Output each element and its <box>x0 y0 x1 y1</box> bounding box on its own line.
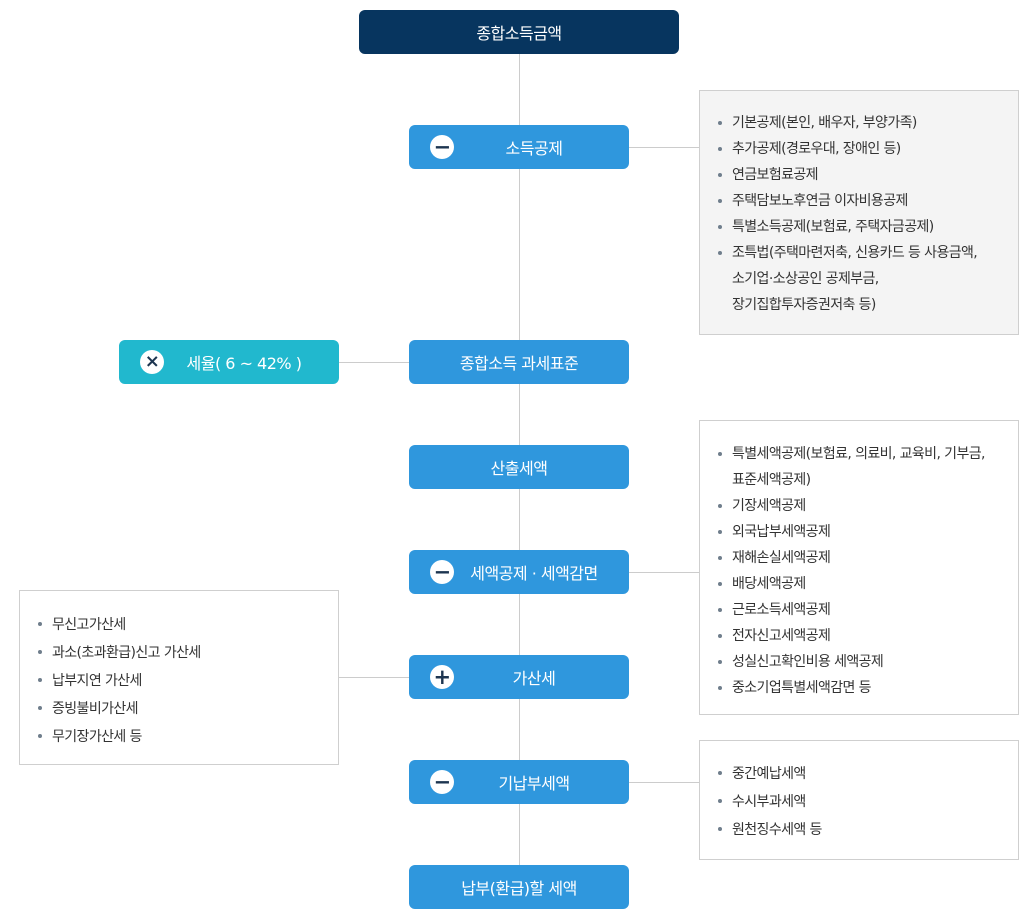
list-item: 증빙불비가산세 <box>36 695 338 723</box>
tax-base-label: 종합소득 과세표준 <box>459 354 579 373</box>
list-item: 연금보험료공제 <box>716 162 1018 188</box>
additional-tax-label: 가산세 <box>512 669 556 688</box>
additional-tax-list: 무신고가산세 과소(초과환급)신고 가산세 납부지연 가산세 증빙불비가산세 무… <box>19 590 339 765</box>
total-income-box: 종합소득금액 <box>359 10 679 54</box>
plus-icon: + <box>430 665 454 689</box>
list-item: 외국납부세액공제 <box>716 519 1018 545</box>
tax-base-box: 종합소득 과세표준 <box>409 340 629 384</box>
list-item: 특별소득공제(보험료, 주택자금공제) <box>716 214 1018 240</box>
tax-rate-label: 세율( 6 ~ 42% ) <box>186 354 302 373</box>
list-item: 기본공제(본인, 배우자, 부양가족) <box>716 110 1018 136</box>
list-item: 재해손실세액공제 <box>716 545 1018 571</box>
tax-credit-list: 특별세액공제(보험료, 의료비, 교육비, 기부금, 표준세액공제) 기장세액공… <box>699 420 1019 715</box>
income-deduction-box: − 소득공제 <box>409 125 629 169</box>
list-item: 기장세액공제 <box>716 493 1018 519</box>
additional-tax-connector <box>339 677 409 678</box>
prepaid-tax-connector <box>629 782 700 783</box>
list-item: 수시부과세액 <box>716 788 1018 816</box>
income-deduction-list: 기본공제(본인, 배우자, 부양가족) 추가공제(경로우대, 장애인 등) 연금… <box>699 90 1019 335</box>
list-item-continuation: 소기업·소상공인 공제부금, <box>732 271 879 287</box>
list-item: 성실신고확인비용 세액공제 <box>716 649 1018 675</box>
additional-tax-box: + 가산세 <box>409 655 629 699</box>
list-item: 주택담보노후연금 이자비용공제 <box>716 188 1018 214</box>
prepaid-tax-box: − 기납부세액 <box>409 760 629 804</box>
list-item: 중소기업특별세액감면 등 <box>716 675 1018 701</box>
list-item: 추가공제(경로우대, 장애인 등) <box>716 136 1018 162</box>
minus-icon: − <box>430 560 454 584</box>
final-tax-box: 납부(환급)할 세액 <box>409 865 629 909</box>
list-item: 배당세액공제 <box>716 571 1018 597</box>
list-item: 전자신고세액공제 <box>716 623 1018 649</box>
multiply-icon: × <box>140 350 164 374</box>
list-item: 납부지연 가산세 <box>36 667 338 695</box>
list-item: 무신고가산세 <box>36 611 338 639</box>
total-income-label: 종합소득금액 <box>476 24 562 43</box>
tax-credit-box: − 세액공제 · 세액감면 <box>409 550 629 594</box>
list-item: 조특법(주택마련저축, 신용카드 등 사용금액, <box>716 240 1018 266</box>
calculated-tax-box: 산출세액 <box>409 445 629 489</box>
list-item: 원천징수세액 등 <box>716 816 1018 844</box>
tax-credit-label: 세액공제 · 세액감면 <box>470 564 598 583</box>
list-item-continuation: 표준세액공제) <box>732 472 811 488</box>
prepaid-tax-list: 중간예납세액 수시부과세액 원천징수세액 등 <box>699 740 1019 860</box>
final-tax-label: 납부(환급)할 세액 <box>461 879 577 898</box>
tax-credit-connector <box>629 572 700 573</box>
minus-icon: − <box>430 135 454 159</box>
income-deduction-connector <box>629 147 700 148</box>
income-deduction-label: 소득공제 <box>505 139 563 158</box>
list-item: 중간예납세액 <box>716 760 1018 788</box>
tax-rate-box: × 세율( 6 ~ 42% ) <box>119 340 339 384</box>
list-item-continuation: 장기집합투자증권저축 등) <box>732 297 876 313</box>
list-item: 근로소득세액공제 <box>716 597 1018 623</box>
list-item: 특별세액공제(보험료, 의료비, 교육비, 기부금, <box>716 441 1018 467</box>
minus-icon: − <box>430 770 454 794</box>
tax-rate-connector <box>339 362 409 363</box>
calculated-tax-label: 산출세액 <box>490 459 548 478</box>
list-item: 과소(초과환급)신고 가산세 <box>36 639 338 667</box>
list-item: 무기장가산세 등 <box>36 723 338 751</box>
prepaid-tax-label: 기납부세액 <box>498 774 570 793</box>
